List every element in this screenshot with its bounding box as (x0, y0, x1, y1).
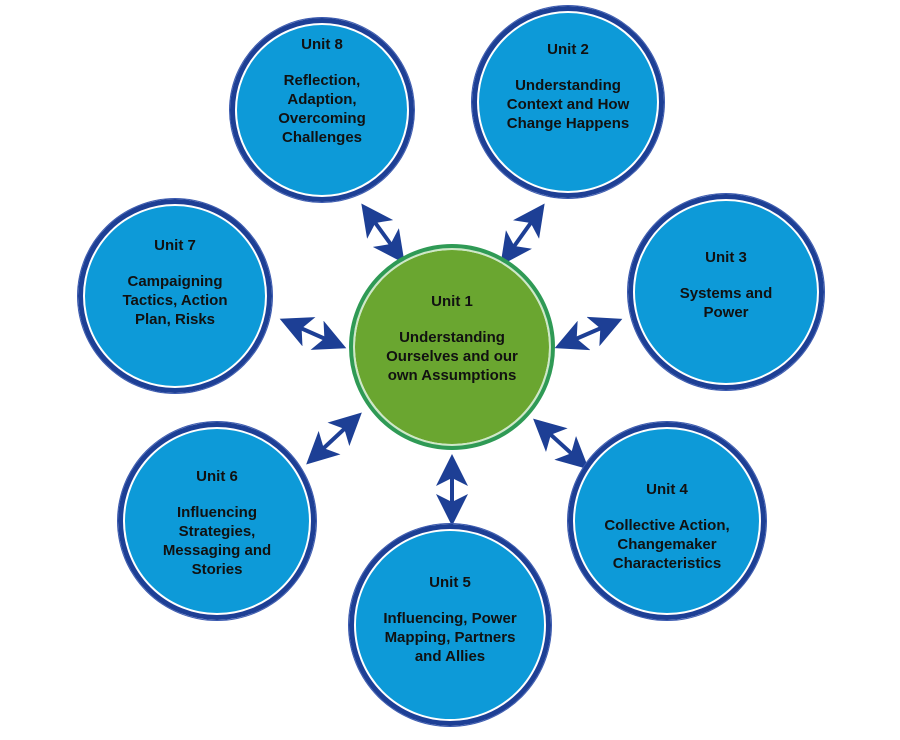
unit-7-title: Unit 7 (154, 237, 196, 254)
unit-1-description: Understanding Ourselves and our own Assu… (386, 329, 518, 384)
unit-2-title: Unit 2 (547, 41, 589, 58)
unit-3-title: Unit 3 (705, 249, 747, 266)
unit-7-circle: Unit 7 Campaigning Tactics, Action Plan,… (78, 199, 272, 393)
unit-3-circle: Unit 3 Systems and Power (628, 194, 824, 390)
arrow-unit1-unit2 (500, 203, 545, 266)
unit-4-circle: Unit 4 Collective Action, Changemaker Ch… (568, 422, 766, 620)
unit-2-description: Understanding Context and How Change Hap… (506, 77, 630, 132)
unit-1-title: Unit 1 (431, 293, 473, 310)
unit-2-circle: Unit 2 Understanding Context and How Cha… (472, 6, 664, 198)
unit-1-circle: Unit 1 Understanding Ourselves and our o… (349, 244, 555, 450)
unit-5-title: Unit 5 (429, 574, 471, 591)
arrow-unit1-unit6 (306, 412, 362, 465)
unit-5-description: Influencing, Power Mapping, Partners and… (383, 610, 517, 665)
unit-8-description: Reflection, Adaption, Overcoming Challen… (278, 72, 366, 146)
unit-7-description: Campaigning Tactics, Action Plan, Risks (122, 273, 228, 328)
unit-4-title: Unit 4 (646, 481, 688, 498)
arrow-unit1-unit4 (533, 418, 589, 470)
unit-6-title: Unit 6 (196, 468, 238, 485)
unit-5-circle: Unit 5 Influencing, Power Mapping, Partn… (349, 524, 551, 726)
unit-4-description: Collective Action, Changemaker Character… (604, 517, 730, 572)
unit-3-description: Systems and Power (679, 285, 773, 321)
unit-6-description: Influencing Strategies, Messaging and St… (162, 504, 272, 578)
unit-8-circle: Unit 8 Reflection, Adaption, Overcoming … (230, 18, 414, 202)
unit-6-circle: Unit 6 Influencing Strategies, Messaging… (118, 422, 316, 620)
arrow-unit1-unit3 (554, 316, 623, 351)
arrow-unit1-unit7 (279, 317, 347, 350)
arrow-unit1-unit8 (361, 203, 405, 264)
unit-8-title: Unit 8 (301, 36, 343, 53)
